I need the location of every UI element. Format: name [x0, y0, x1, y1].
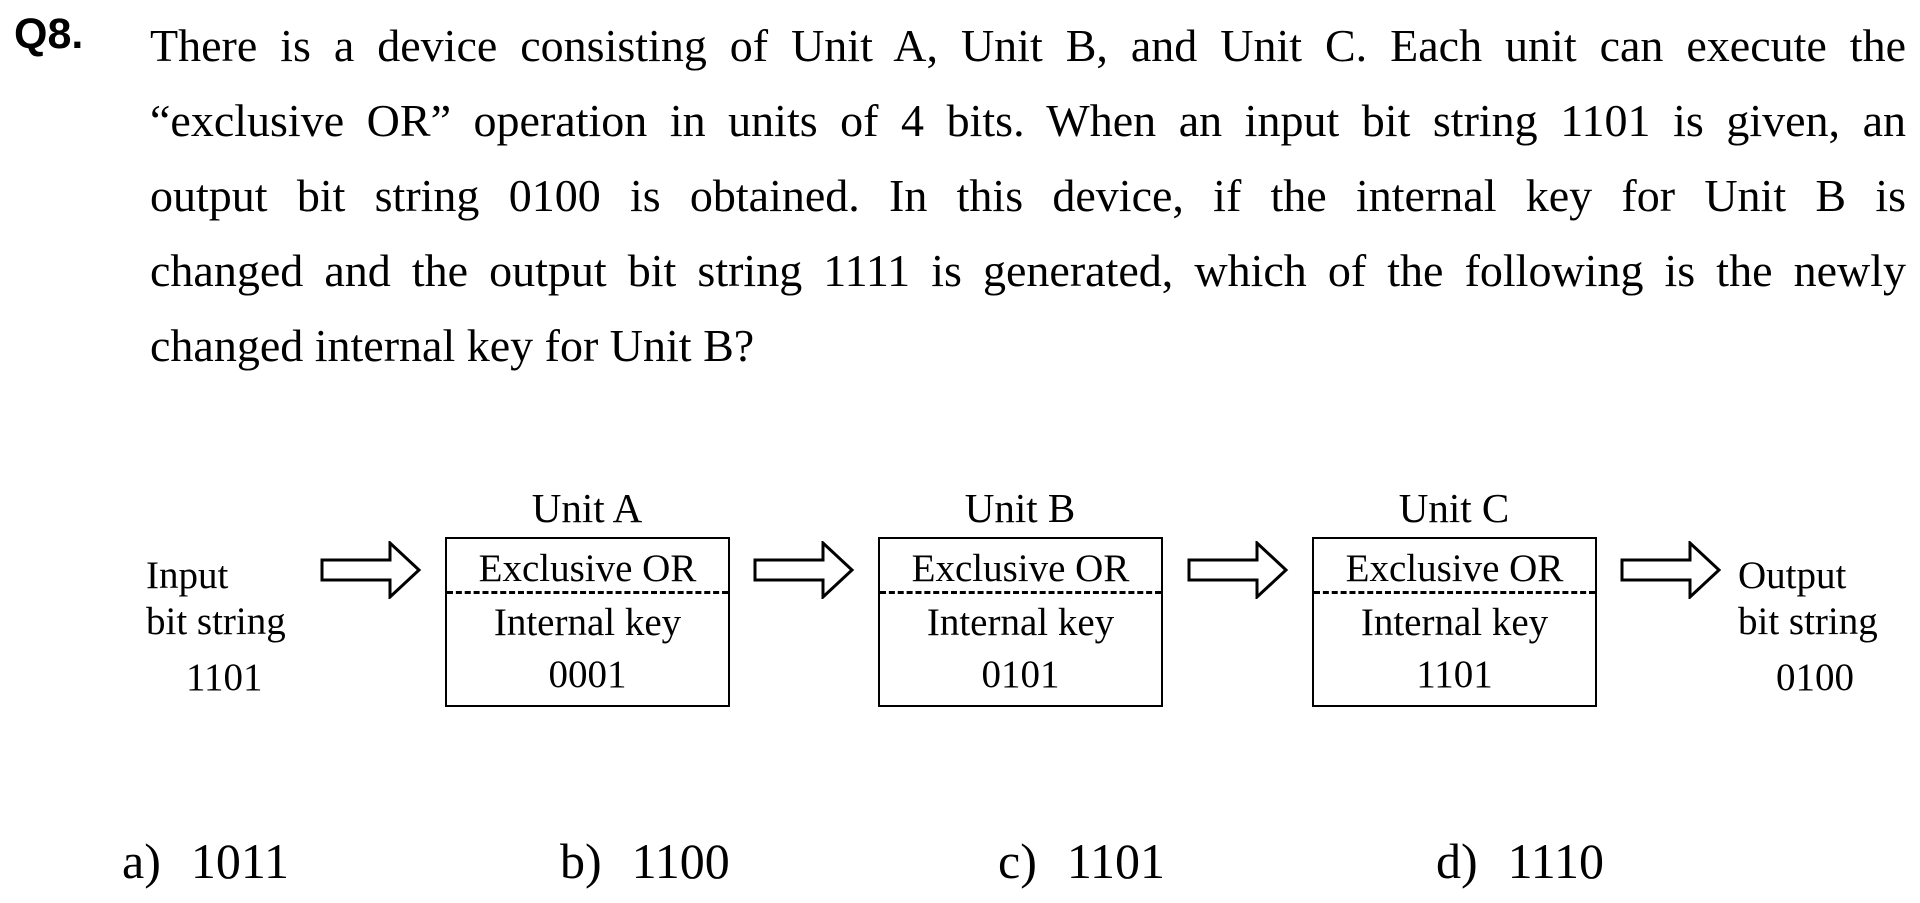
- divider: [880, 591, 1161, 594]
- right-arrow-icon: [753, 541, 855, 599]
- option-label: c): [998, 833, 1037, 889]
- unit-b-title: Unit B: [964, 485, 1076, 531]
- option-value: 1101: [1066, 833, 1165, 889]
- unit-c-operation: Exclusive OR: [1345, 547, 1564, 590]
- option-label: d): [1436, 833, 1478, 889]
- option-value: 1100: [631, 833, 730, 889]
- stem-line: “exclusive OR” operation in units of 4 b…: [150, 95, 1906, 146]
- unit-a-key-label: Internal key: [493, 601, 682, 644]
- option-c[interactable]: c) 1101: [998, 836, 1165, 886]
- unit-b-key-label: Internal key: [926, 601, 1115, 644]
- output-label-line1: Output: [1738, 554, 1847, 597]
- input-label-line1: Input: [146, 554, 229, 597]
- output-value: 0100: [1776, 656, 1854, 699]
- option-label: b): [560, 833, 602, 889]
- output-label-line2: bit string: [1738, 600, 1878, 643]
- stem-line: output bit string 0100 is obtained. In t…: [150, 170, 1906, 221]
- option-d[interactable]: d) 1110: [1436, 836, 1604, 886]
- unit-a-key: 0001: [548, 653, 627, 696]
- option-value: 1011: [190, 833, 289, 889]
- unit-a-operation: Exclusive OR: [478, 547, 697, 590]
- input-value: 1101: [186, 656, 263, 699]
- unit-c-key-label: Internal key: [1360, 601, 1549, 644]
- option-label: a): [122, 833, 161, 889]
- divider: [447, 591, 728, 594]
- right-arrow-icon: [1620, 541, 1722, 599]
- unit-a-title: Unit A: [531, 485, 643, 531]
- unit-b-box: Exclusive OR Internal key 0101: [878, 537, 1163, 707]
- stem-line: changed internal key for Unit B?: [150, 320, 755, 371]
- option-value: 1110: [1507, 833, 1604, 889]
- unit-a-box: Exclusive OR Internal key 0001: [445, 537, 730, 707]
- question-stem: There is a device consisting of Unit A, …: [150, 8, 1906, 383]
- input-label-line2: bit string: [146, 600, 286, 643]
- option-b[interactable]: b) 1100: [560, 836, 730, 886]
- unit-b-operation: Exclusive OR: [911, 547, 1130, 590]
- unit-c-key: 1101: [1416, 653, 1493, 696]
- right-arrow-icon: [1187, 541, 1289, 599]
- divider: [1314, 591, 1595, 594]
- question-number: Q8.: [14, 10, 84, 58]
- unit-c-title: Unit C: [1398, 485, 1510, 531]
- right-arrow-icon: [320, 541, 422, 599]
- unit-c-box: Exclusive OR Internal key 1101: [1312, 537, 1597, 707]
- unit-b-key: 0101: [981, 653, 1060, 696]
- stem-line: changed and the output bit string 1111 i…: [150, 245, 1906, 296]
- option-a[interactable]: a) 1011: [122, 836, 289, 886]
- stem-line: There is a device consisting of Unit A, …: [150, 20, 1906, 71]
